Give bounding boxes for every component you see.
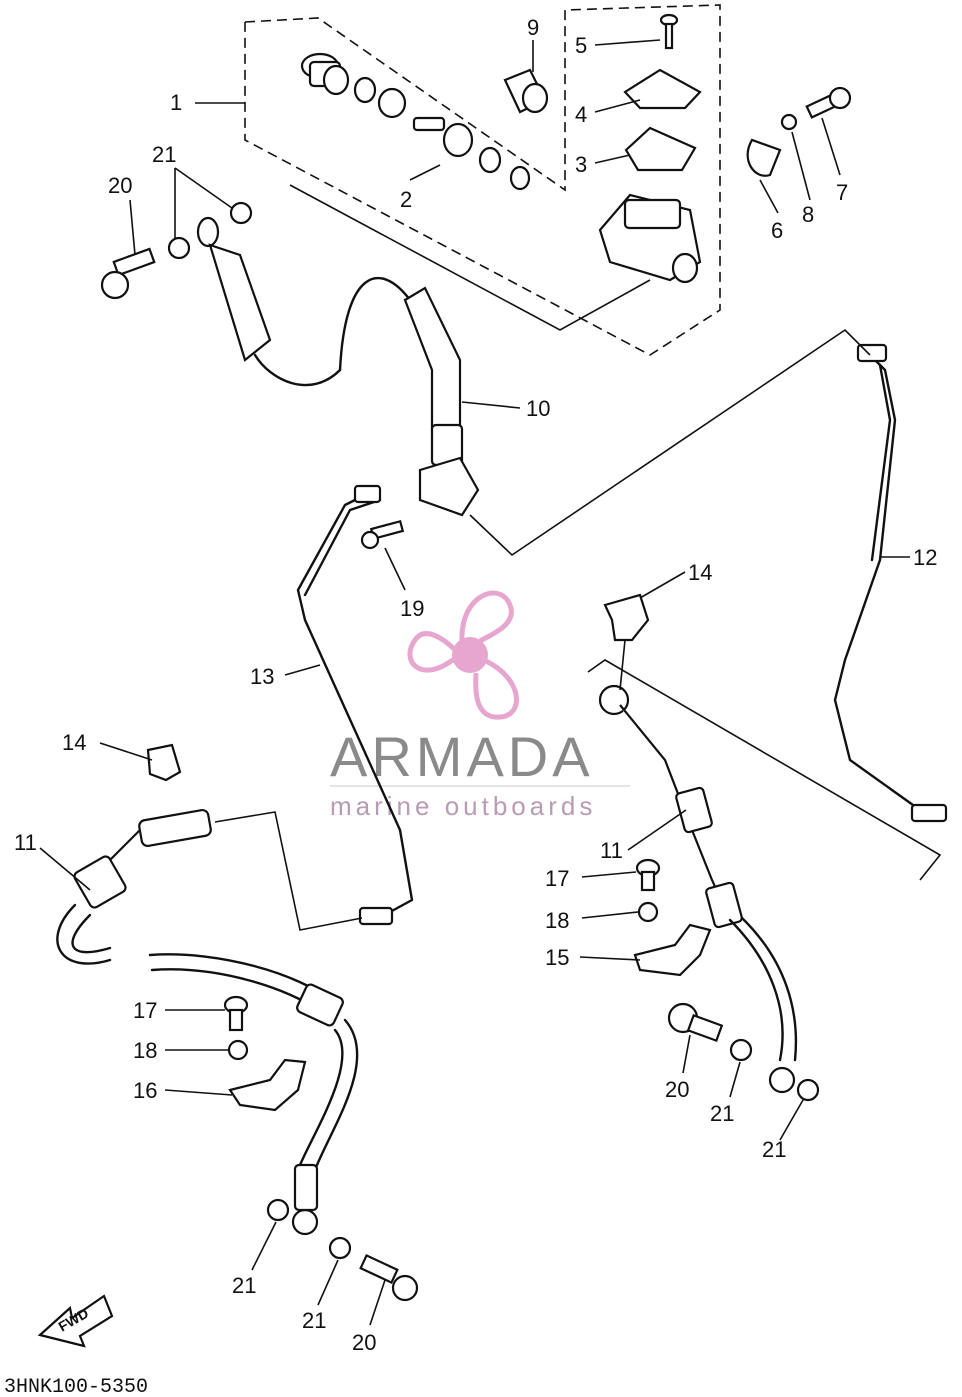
master-cylinder-body [598, 193, 702, 284]
callout-9: 9 [527, 15, 539, 40]
holder-6 [746, 138, 782, 177]
left-box-line [214, 811, 363, 931]
washer-21-right-a [729, 1038, 753, 1062]
diaphragm-3 [624, 126, 697, 172]
armada-logo-icon [407, 590, 519, 720]
union-bolt-20-right [667, 1002, 724, 1043]
callout-17-left: 17 [133, 998, 157, 1023]
brake-hose-10 [338, 276, 464, 467]
bolt-17-left [223, 995, 249, 1032]
clamp-15 [633, 923, 712, 977]
washer-8 [780, 113, 798, 131]
callout-21-left-a: 21 [232, 1273, 256, 1298]
callout-21-right-b: 21 [762, 1137, 786, 1162]
bolt-19 [360, 519, 405, 550]
watermark-tagline: marine outboards [330, 791, 596, 821]
master-cylinder-piston-group [300, 52, 531, 191]
clamp-16 [228, 1058, 307, 1112]
pipe-12-fitting-bottom [910, 803, 948, 823]
diagram-code: 3HNK100-5350 [4, 1376, 148, 1397]
callout-20-bottom: 20 [352, 1330, 376, 1355]
union-bolt-20-top [100, 247, 156, 300]
brake-hose-11-left [56, 808, 359, 1236]
callout-18-left: 18 [133, 1038, 157, 1063]
callout-11-right: 11 [600, 838, 623, 863]
callout-16: 16 [133, 1078, 157, 1103]
boot-9 [503, 68, 549, 114]
callout-8: 8 [802, 202, 814, 227]
callout-14-right: 14 [688, 560, 712, 585]
callout-13: 13 [250, 664, 274, 689]
screw-5 [659, 13, 679, 50]
brake-pipe-12 [833, 353, 922, 812]
callout-6: 6 [771, 218, 783, 243]
clip-14-left [146, 743, 182, 782]
callout-10: 10 [526, 396, 550, 421]
callout-21-right-a: 21 [710, 1101, 734, 1126]
washer-21-top-a [167, 236, 191, 260]
pipe-13-fitting-bottom [358, 906, 394, 926]
callout-5: 5 [575, 33, 587, 58]
washer-21-right-b [796, 1078, 820, 1102]
washer-21-left-a [266, 1198, 290, 1222]
brake-hose-11-right [598, 684, 798, 1094]
watermark-brand: ARMADA [330, 725, 594, 788]
pipe-12-leader [469, 328, 871, 557]
callout-14-left: 14 [62, 730, 86, 755]
callout-21-left-b: 21 [302, 1308, 326, 1333]
pipe-13-fitting-top [353, 484, 382, 504]
callout-15: 15 [545, 945, 569, 970]
callout-12: 12 [913, 545, 937, 570]
callout-20-top: 20 [108, 173, 132, 198]
callout-18-right: 18 [545, 908, 569, 933]
clip-14-right [603, 593, 650, 642]
brake-joint [418, 456, 480, 517]
callout-11-left: 11 [14, 830, 37, 855]
washer-18-left [227, 1039, 249, 1061]
bolt-7 [805, 86, 852, 119]
sub-assembly-box [289, 184, 651, 331]
callout-17-right: 17 [545, 866, 569, 891]
brake-pipe-13 [296, 493, 414, 914]
callout-19: 19 [400, 596, 424, 621]
callout-4: 4 [575, 102, 587, 127]
washer-21-left-b [328, 1236, 352, 1260]
forward-arrow-icon: FWD [37, 1294, 114, 1348]
brake-hose-master [196, 216, 342, 387]
callout-7: 7 [836, 180, 848, 205]
callout-2: 2 [400, 187, 412, 212]
callout-21-top: 21 [152, 142, 176, 167]
leader-lines [39, 39, 910, 1326]
callout-3: 3 [575, 152, 587, 177]
washer-21-top-b [229, 201, 253, 225]
callout-20-right: 20 [665, 1077, 689, 1102]
callout-1: 1 [170, 90, 182, 115]
master-cylinder-kit-box [244, 4, 721, 356]
bolt-17-right [635, 858, 661, 892]
right-box-line [587, 659, 942, 881]
cover-4 [623, 68, 702, 110]
washer-18-right [637, 901, 659, 923]
union-bolt-20-left [359, 1254, 419, 1302]
